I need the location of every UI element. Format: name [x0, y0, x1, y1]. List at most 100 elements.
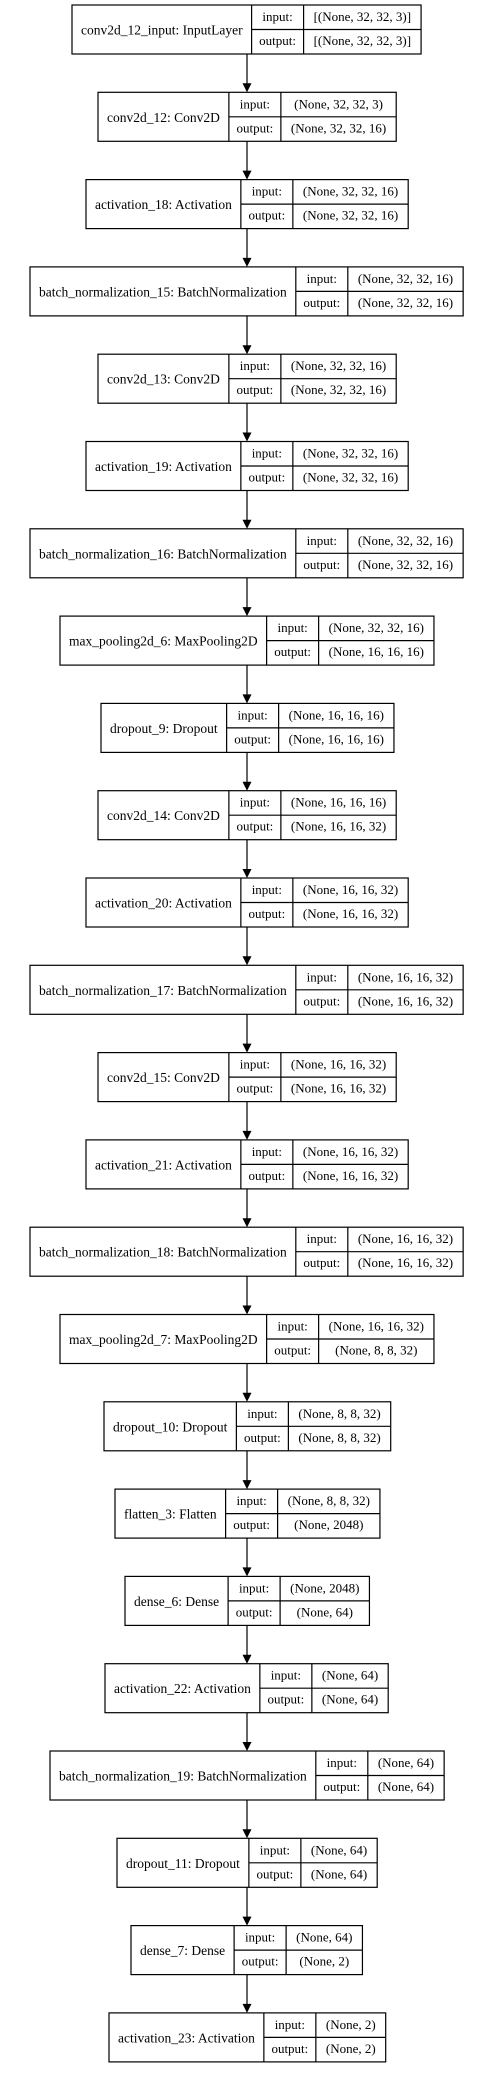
input-port-label: input: — [275, 2017, 305, 2032]
input-shape: (None, 32, 32, 16) — [291, 358, 386, 373]
layer-node: activation_19: Activation input: output: (N… — [85, 440, 409, 492]
output-shape: (None, 32, 32, 16) — [303, 470, 398, 485]
output-shape: (None, 16, 16, 32) — [303, 1168, 398, 1183]
output-port-label: output: — [274, 644, 311, 659]
edge-arrow — [242, 1625, 252, 1664]
output-shape: (None, 32, 32, 16) — [291, 120, 386, 135]
output-port-label: output: — [236, 819, 273, 834]
input-shape: (None, 64) — [296, 1930, 352, 1945]
input-port-label: input: — [252, 184, 282, 199]
input-port-label: input: — [307, 969, 337, 984]
input-port-label: input: — [240, 96, 270, 111]
layer-label: activation_22: Activation — [114, 1681, 251, 1696]
layer-label: dropout_10: Dropout — [113, 1419, 228, 1434]
output-port-label: output: — [248, 1168, 285, 1183]
output-shape: (None, 8, 8, 32) — [298, 1430, 380, 1445]
input-port-label: input: — [252, 1144, 282, 1159]
input-shape: (None, 16, 16, 32) — [291, 1057, 386, 1072]
input-port-label: input: — [277, 620, 307, 635]
edge-arrow — [242, 1800, 252, 1839]
input-port-label: input: — [307, 533, 337, 548]
output-port-label: output: — [259, 33, 296, 48]
layer-label: batch_normalization_15: BatchNormalizati… — [39, 284, 287, 299]
layer-label: conv2d_12: Conv2D — [107, 110, 220, 125]
output-shape: (None, 2) — [299, 1954, 349, 1969]
input-port-label: input: — [236, 1493, 266, 1508]
input-shape: (None, 8, 8, 32) — [288, 1493, 370, 1508]
layer-label: conv2d_13: Conv2D — [107, 372, 220, 387]
input-shape: (None, 16, 16, 32) — [303, 1144, 398, 1159]
input-shape: (None, 16, 16, 32) — [329, 1319, 424, 1334]
input-port-label: input: — [239, 1580, 269, 1595]
layer-label: activation_18: Activation — [95, 197, 232, 212]
layer-label: dropout_11: Dropout — [126, 1856, 240, 1871]
input-port-label: input: — [247, 1406, 277, 1421]
input-shape: (None, 16, 16, 16) — [291, 795, 386, 810]
edge-arrow — [242, 927, 252, 966]
layer-node: activation_22: Activationinput:output:(N… — [104, 1663, 389, 1714]
output-shape: (None, 32, 32, 16) — [358, 557, 453, 572]
input-port-label: input: — [252, 882, 282, 897]
output-port-label: output: — [244, 1430, 281, 1445]
layer-node: activation_18: Activation input: output: (N… — [85, 179, 409, 230]
layer-label: dense_7: Dense — [140, 1943, 225, 1958]
input-port-label: input: — [307, 271, 337, 286]
output-shape: (None, 16, 16, 32) — [291, 1081, 386, 1096]
edge-arrow — [242, 665, 252, 704]
edge-arrow — [242, 54, 252, 93]
input-port-label: input: — [252, 446, 282, 461]
output-port-label: output: — [267, 1692, 304, 1707]
output-port-label: output: — [303, 993, 340, 1008]
edge-arrow — [242, 1974, 252, 2013]
layer-label: conv2d_12_input: InputLayer — [81, 23, 243, 38]
edge-arrow — [242, 1712, 252, 1751]
edge-arrow — [242, 315, 252, 355]
input-shape: (None, 2) — [326, 2017, 376, 2032]
layer-node: activation_20: Activationinput:output:(N… — [85, 877, 409, 928]
output-shape: (None, 16, 16, 32) — [358, 993, 453, 1008]
edge-arrow — [242, 1014, 252, 1053]
input-shape: (None, 64) — [311, 1842, 367, 1857]
edge-arrow — [242, 1450, 252, 1490]
output-shape: (None, 2) — [326, 2041, 376, 2056]
layer-label: activation_19: Activation — [95, 459, 232, 474]
edge-arrow — [242, 1188, 252, 1228]
output-shape: (None, 64) — [322, 1692, 378, 1707]
output-shape: (None, 16, 16, 16) — [329, 644, 424, 659]
layer-node: batch_normalization_15: BatchNormalizati… — [29, 266, 464, 317]
layer-node: max_pooling2d_7: MaxPooling2Dinput:outpu… — [59, 1313, 435, 1365]
input-port-label: input: — [240, 795, 270, 810]
output-port-label: output: — [248, 470, 285, 485]
input-shape: (None, 32, 32, 16) — [303, 446, 398, 461]
input-port-label: input: — [277, 1319, 307, 1334]
layer-node: max_pooling2d_6: MaxPooling2Dinput:outpu… — [59, 615, 435, 666]
input-shape: (None, 16, 16, 16) — [289, 707, 384, 722]
edge-arrow — [242, 1887, 252, 1926]
input-shape: (None, 32, 32, 16) — [358, 271, 453, 286]
layer-node: flatten_3: Flatten input: output: (None, 8,… — [114, 1488, 381, 1539]
output-port-label: output: — [248, 906, 285, 921]
output-port-label: output: — [236, 382, 273, 397]
output-shape: (None, 64) — [378, 1779, 434, 1794]
output-port-label: output: — [256, 1866, 293, 1881]
layer-label: flatten_3: Flatten — [124, 1507, 217, 1522]
input-shape: (None, 8, 8, 32) — [298, 1406, 380, 1421]
input-shape: (None, 32, 32, 16) — [358, 533, 453, 548]
layer-label: max_pooling2d_7: MaxPooling2D — [69, 1332, 258, 1347]
output-shape: [(None, 32, 32, 3)] — [314, 33, 411, 48]
output-port-label: output: — [248, 208, 285, 223]
input-shape: (None, 2048) — [290, 1580, 359, 1595]
output-shape: (None, 2048) — [294, 1517, 363, 1532]
output-port-label: output: — [233, 1517, 270, 1532]
output-shape: (None, 32, 32, 16) — [303, 208, 398, 223]
edge-arrow — [242, 1538, 252, 1577]
output-shape: (None, 16, 16, 16) — [289, 731, 384, 746]
layer-node: dropout_10: Dropout input: output: (None, 8… — [103, 1401, 392, 1452]
input-port-label: input: — [307, 1231, 337, 1246]
